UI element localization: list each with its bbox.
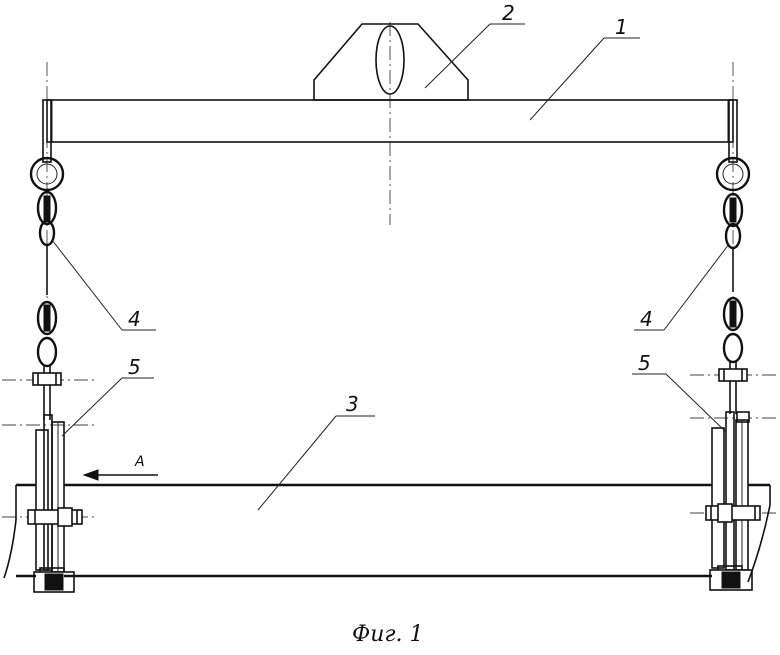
callouts: 1 2 3 4 4 5 5 <box>51 1 730 511</box>
left-hanger <box>29 99 65 420</box>
callout-beam: 1 <box>615 15 628 39</box>
view-arrow-a: A <box>82 454 158 481</box>
callout-chain-left: 4 <box>128 307 141 331</box>
pipe <box>3 483 771 583</box>
callout-lug: 2 <box>502 1 515 25</box>
right-clamp <box>705 411 761 591</box>
lifting-lug <box>313 23 469 101</box>
view-arrow-label: A <box>134 454 145 470</box>
callout-clamp-left: 5 <box>128 355 141 379</box>
callout-pipe: 3 <box>346 392 359 416</box>
callout-clamp-right: 5 <box>638 351 651 375</box>
center-lines <box>2 22 780 518</box>
callout-chain-right: 4 <box>640 307 653 331</box>
right-hanger <box>715 99 751 423</box>
left-clamp <box>27 414 83 593</box>
figure-caption: Фиг. 1 <box>352 622 424 647</box>
